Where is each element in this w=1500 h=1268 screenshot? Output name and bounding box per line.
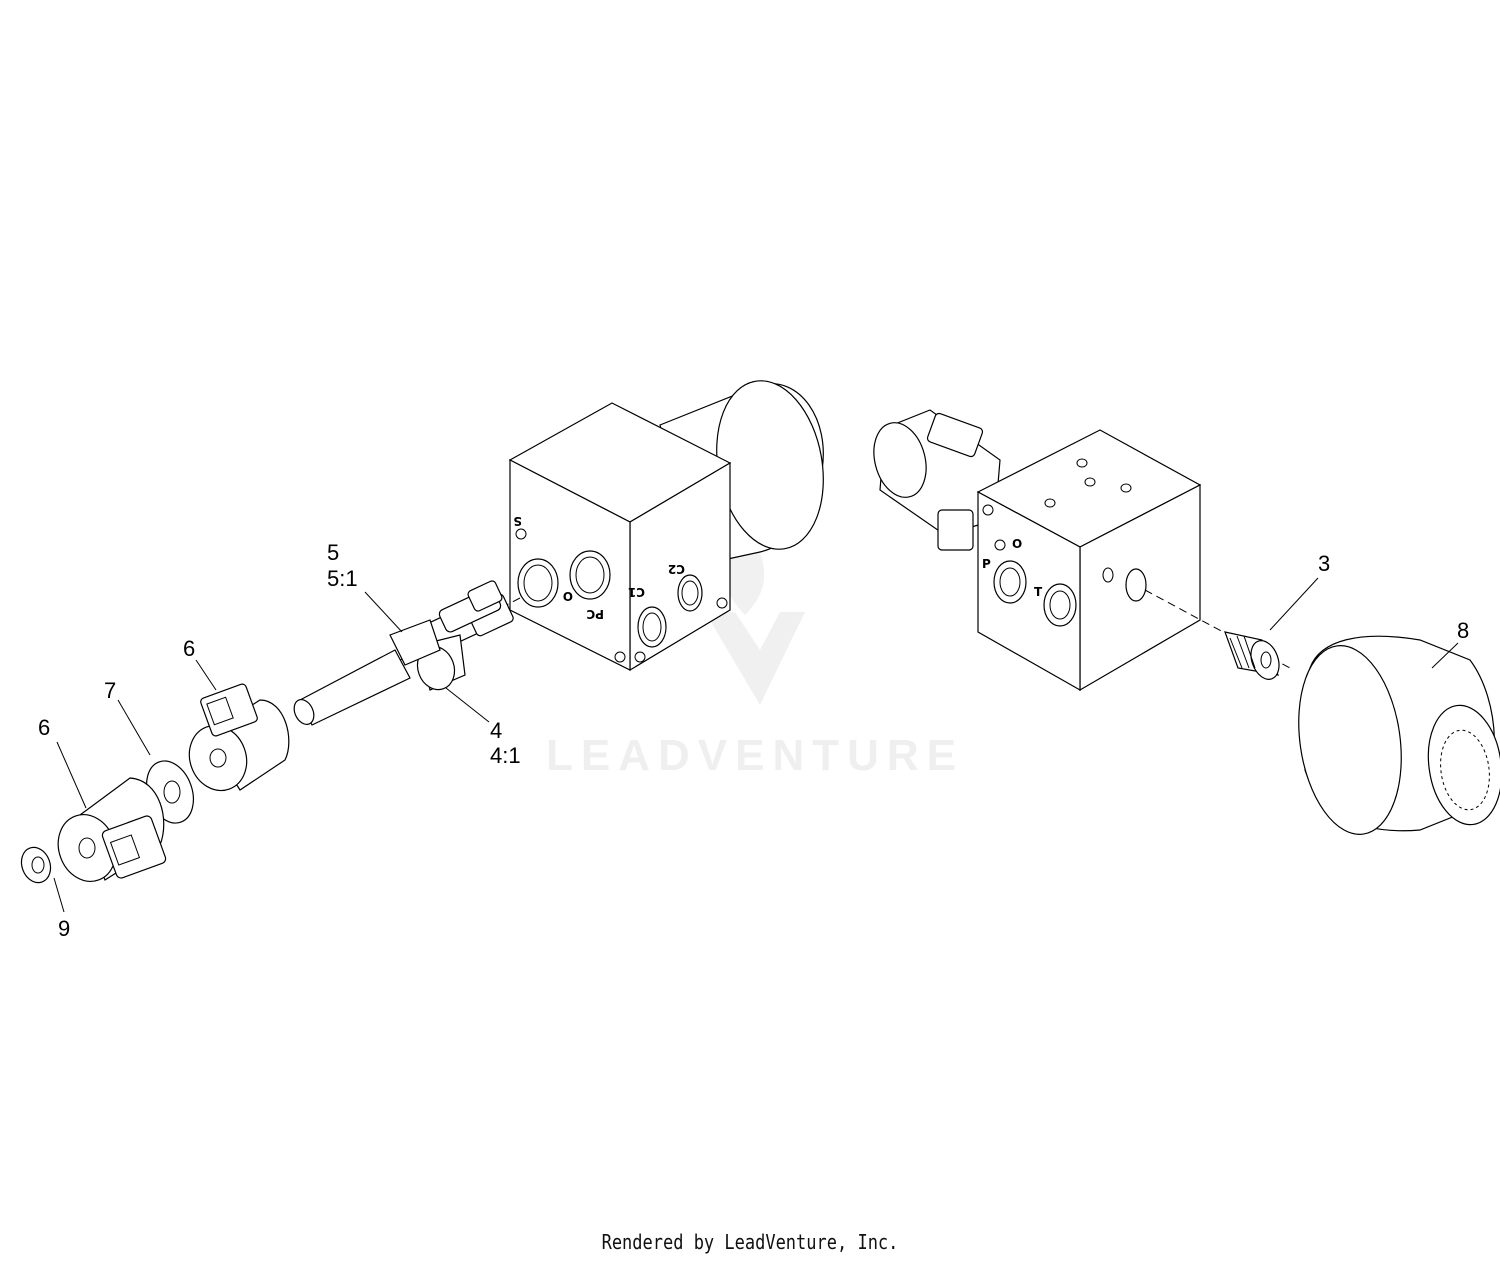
leadventure-watermark: LEADVENTURE	[546, 520, 964, 780]
port-label-p: P	[982, 557, 991, 571]
cartridge-valve-5[interactable]	[290, 580, 503, 728]
port-label-c2: C2	[668, 562, 685, 576]
callout-4: 4	[490, 718, 502, 743]
callout-6-lower: 6	[38, 715, 50, 740]
left-valve-block[interactable]: S PC O C1 C2	[508, 372, 836, 672]
solenoid-coil-6-lower[interactable]	[49, 777, 167, 890]
callout-5-1: 5:1	[327, 566, 358, 591]
callout-7: 7	[104, 678, 116, 703]
callout-9: 9	[58, 916, 70, 941]
callout-8: 8	[1457, 618, 1469, 643]
callout-4-1: 4:1	[490, 743, 521, 768]
cylinder-8[interactable]	[1287, 635, 1500, 841]
port-label-o-right: O	[1012, 537, 1022, 551]
render-credit: Rendered by LeadVenture, Inc.	[601, 1230, 899, 1254]
callout-5: 5	[327, 540, 339, 565]
nut-9[interactable]	[17, 843, 56, 886]
callout-3: 3	[1318, 551, 1330, 576]
port-label-s: S	[513, 514, 522, 528]
right-valve-block[interactable]: P T O	[866, 409, 1202, 692]
solenoid-coil-6-upper[interactable]	[180, 683, 290, 799]
leader-lines	[53, 577, 1459, 913]
port-label-t: T	[1034, 585, 1043, 599]
watermark-text: LEADVENTURE	[546, 731, 964, 780]
port-label-c1: C1	[628, 585, 645, 599]
port-label-pc: PC	[586, 607, 604, 621]
port-label-o: O	[563, 589, 573, 603]
fitting-3[interactable]	[1224, 631, 1284, 683]
callout-6-upper: 6	[183, 636, 195, 661]
